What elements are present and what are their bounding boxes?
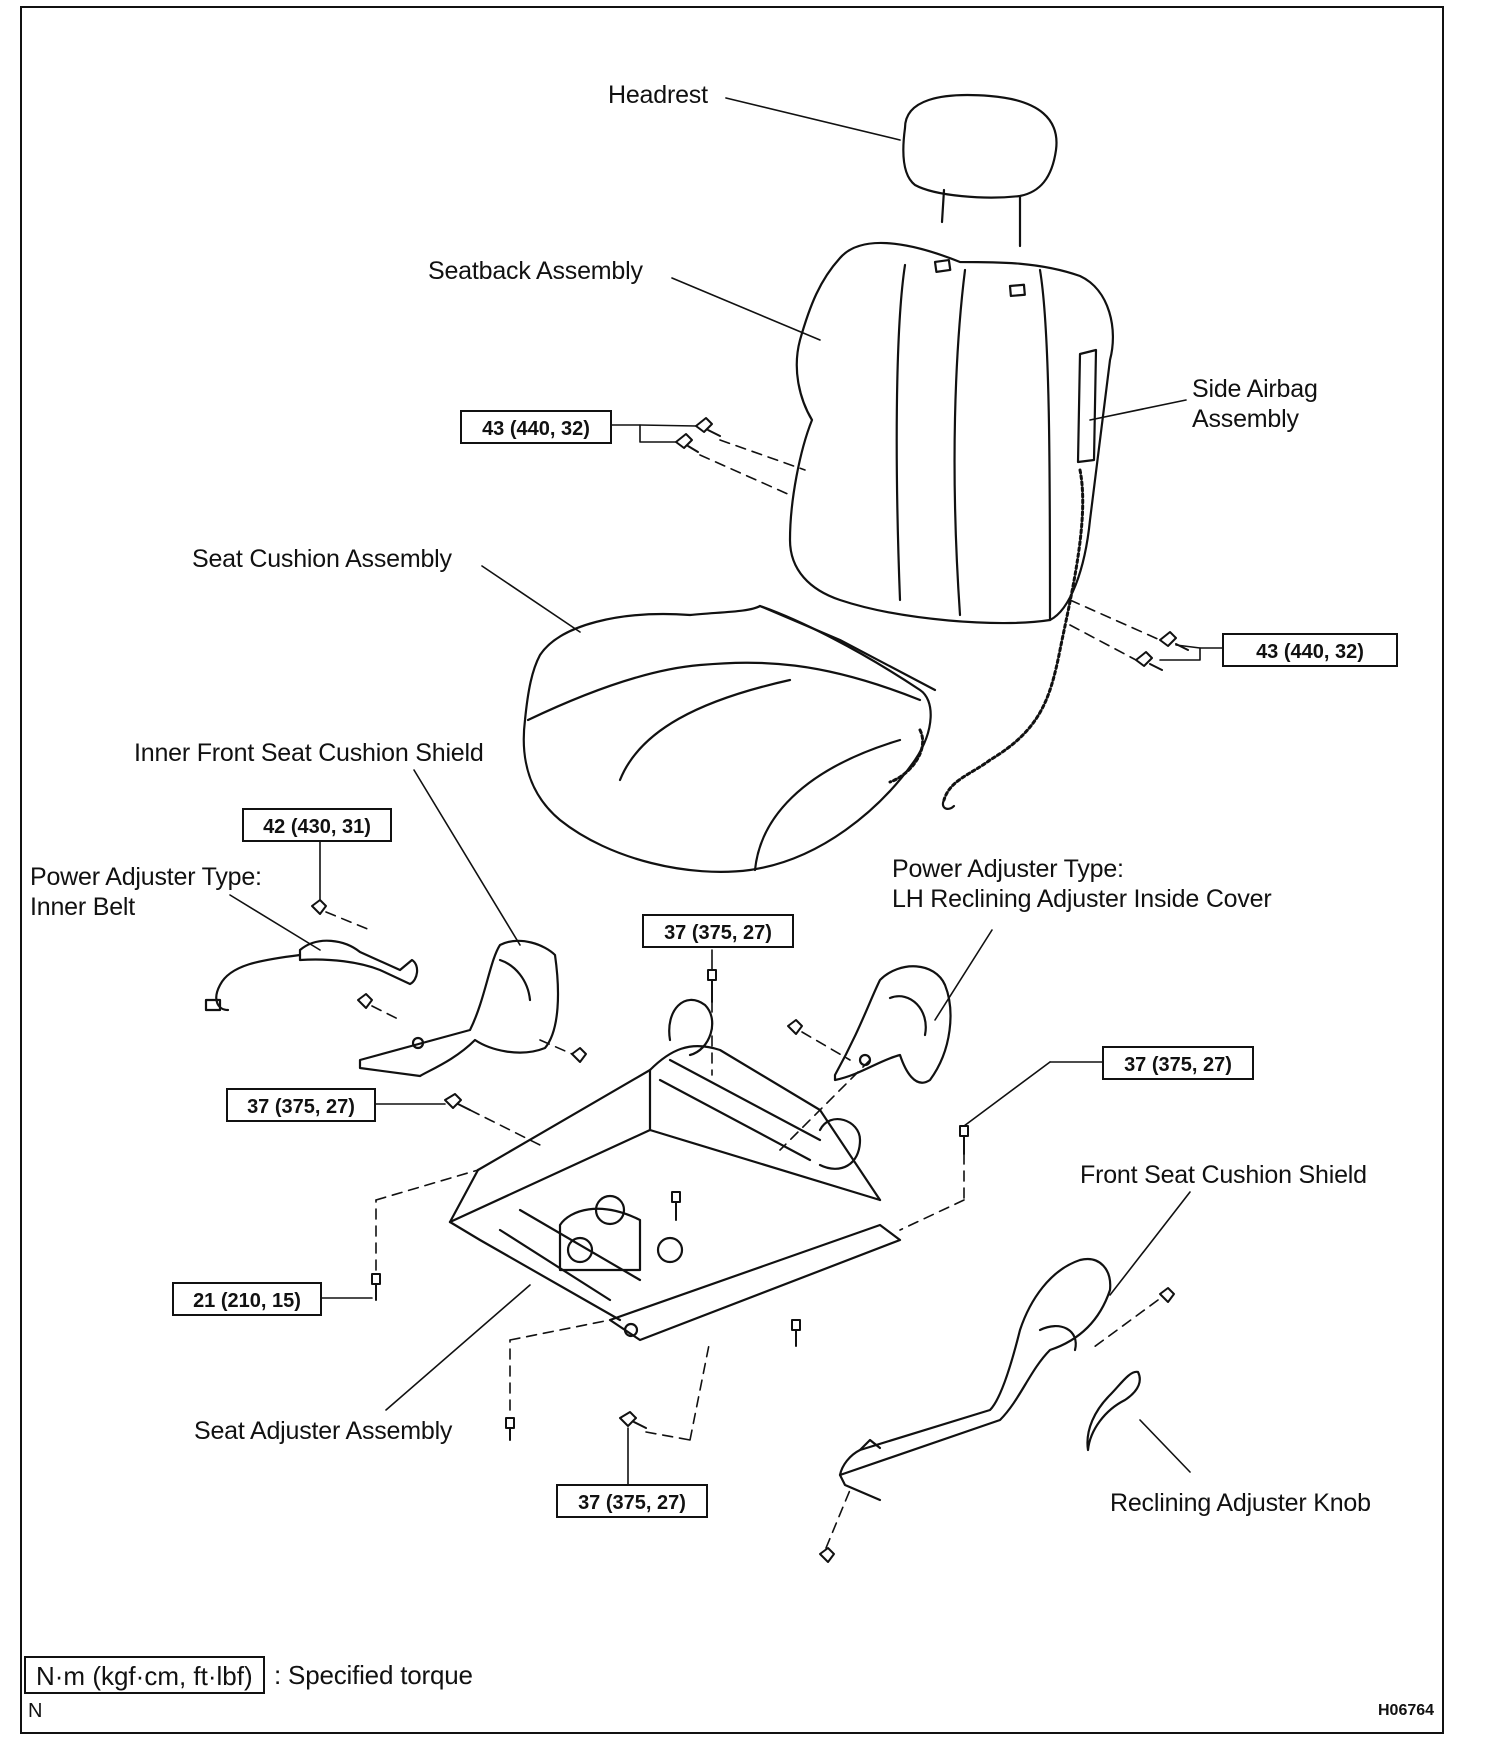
headrest-drawing	[902, 93, 1058, 248]
seat-adjuster-drawing	[448, 998, 902, 1342]
torque-seatback-left: 43 (440, 32)	[460, 410, 612, 444]
torque-adjuster-top: 37 (375, 27)	[642, 914, 794, 948]
seat-adjuster-assembly-label: Seat Adjuster Assembly	[194, 1417, 453, 1445]
inner-front-shield-drawing	[358, 939, 560, 1078]
power-adjuster-lh-cover-label-line2: LH Reclining Adjuster Inside Cover	[892, 885, 1272, 913]
lh-cover-drawing	[833, 965, 952, 1084]
side-airbag-label-line2: Assembly	[1192, 405, 1299, 433]
torque-inner-belt: 42 (430, 31)	[242, 808, 392, 842]
alignment-lines	[325, 439, 1161, 1549]
torque-adjuster-left: 37 (375, 27)	[226, 1088, 376, 1122]
bolts	[311, 417, 1189, 1563]
diagram-frame	[20, 6, 1444, 1734]
power-adjuster-inner-belt-label-line1: Power Adjuster Type:	[30, 863, 262, 891]
torque-adjuster-front-left: 21 (210, 15)	[172, 1282, 322, 1316]
reclining-adjuster-knob-label: Reclining Adjuster Knob	[1110, 1489, 1371, 1517]
torque-adjuster-right: 37 (375, 27)	[1102, 1046, 1254, 1080]
torque-seatback-right: 43 (440, 32)	[1222, 633, 1398, 667]
leader-lines	[229, 97, 1223, 1485]
front-shield-drawing	[838, 1257, 1112, 1502]
seat-cushion-drawing	[522, 604, 937, 873]
seatback-assembly-label: Seatback Assembly	[428, 257, 643, 285]
power-adjuster-inner-belt-label-line2: Inner Belt	[30, 893, 136, 921]
inner-front-seat-cushion-shield-label: Inner Front Seat Cushion Shield	[134, 739, 484, 767]
torque-unit-legend-box: N·m (kgf·cm, ft·lbf)	[24, 1656, 265, 1694]
torque-legend-description: : Specified torque	[274, 1660, 473, 1690]
torque-adjuster-bottom: 37 (375, 27)	[556, 1484, 708, 1518]
seat-cushion-assembly-label: Seat Cushion Assembly	[192, 545, 452, 573]
front-seat-cushion-shield-label: Front Seat Cushion Shield	[1080, 1161, 1367, 1189]
inner-belt-drawing	[204, 939, 419, 1012]
figure-code: H06764	[1378, 1702, 1435, 1719]
corner-mark-n: N	[28, 1700, 43, 1722]
power-adjuster-lh-cover-label-line1: Power Adjuster Type:	[892, 855, 1124, 883]
reclining-knob-drawing	[1086, 1370, 1141, 1452]
headrest-label: Headrest	[608, 81, 708, 109]
seatback-drawing	[788, 241, 1114, 810]
side-airbag-label-line1: Side Airbag	[1192, 375, 1318, 403]
